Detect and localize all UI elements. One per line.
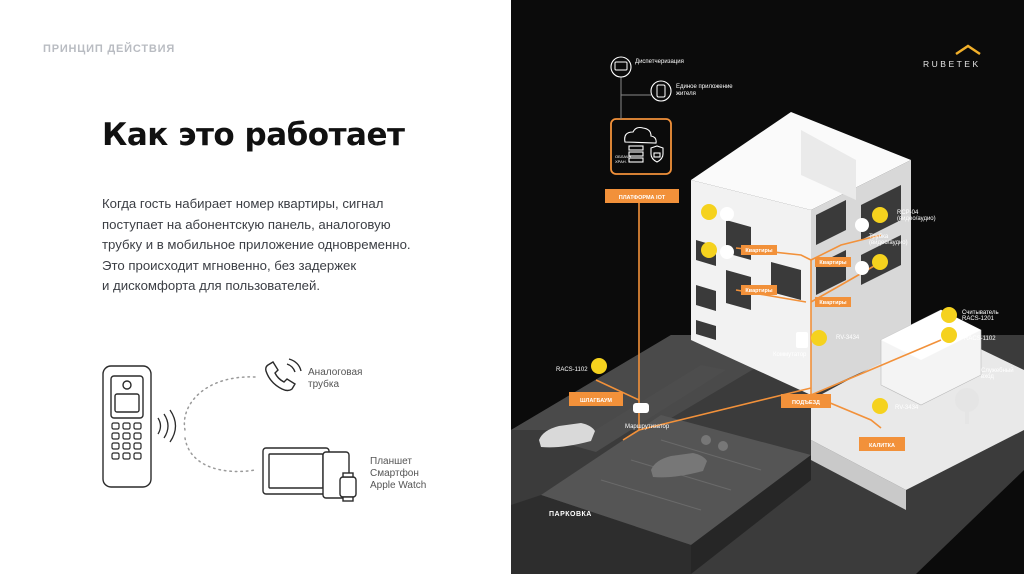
app-label: Единое приложение (676, 84, 733, 90)
building-diagram: .lbl { font-size:6px; fill:#ffffff; } .l… (511, 56, 1024, 574)
description-line: трубку и в мобильное приложение одноврем… (102, 237, 411, 252)
svg-text:ШЛАГБАУМ: ШЛАГБАУМ (580, 398, 612, 404)
handset-label: Трубка (869, 234, 889, 240)
description-line: и дискомфорта для пользователей. (102, 278, 321, 293)
cloud-label: ХРАН. (615, 159, 627, 164)
description-line: Когда гость набирает номер квартиры, сиг… (102, 196, 384, 211)
reader-label: Считыватель (962, 310, 999, 316)
svg-text:Квартиры: Квартиры (819, 300, 846, 306)
cloud-storage-icon (624, 126, 664, 163)
phone-handset-icon (265, 358, 302, 392)
rcp-label: (видео/аудио) (897, 216, 936, 222)
parking-label: ПАРКОВКА (549, 511, 592, 518)
rcp-label: RCP-04 (897, 210, 919, 216)
parking-wall (511, 495, 691, 574)
router-label: Маршрутизатор (625, 424, 670, 430)
connection-dotted-arc (183, 376, 256, 431)
apartments-tag: Квартиры (815, 257, 851, 267)
page-title: Как это работает (102, 117, 405, 153)
racs-left-label: RACS-1102 (556, 367, 588, 373)
description: Когда гость набирает номер квартиры, сиг… (102, 194, 432, 297)
dispatch-icon (610, 56, 632, 78)
entrance-tag: ПОДЪЕЗД (781, 394, 831, 408)
apartments-tag: Квартиры (815, 297, 851, 307)
apartments-tag: Квартиры (741, 245, 777, 255)
reader-label: RACS-1201 (962, 316, 995, 322)
connection-dotted-arc (184, 437, 256, 473)
diagram-panel: .lbl { font-size:6px; fill:#ffffff; } .l… (511, 0, 1024, 574)
rv-gate-label: RV-3434 (895, 405, 919, 411)
apartments-tag: Квартиры (741, 285, 777, 295)
car-icon (539, 423, 595, 448)
switch-label: Коммутатор (773, 352, 807, 358)
cloud-label: ОБЛАЧН. (615, 154, 632, 159)
svg-text:ПОДЪЕЗД: ПОДЪЕЗД (792, 400, 820, 406)
service-label: Служебный (981, 367, 1014, 374)
svg-text:Квартиры: Квартиры (745, 288, 772, 294)
signal-waves-icon (157, 409, 177, 443)
svg-text:ПЛАТФОРМА IOT: ПЛАТФОРМА IOT (619, 195, 666, 201)
rubetek-logo-icon (955, 44, 981, 56)
tablet-icon (262, 447, 330, 495)
dispatch-label: Диспетчеризация (635, 59, 684, 65)
motorcycle-icon (701, 435, 728, 451)
svg-text:КАЛИТКА: КАЛИТКА (869, 443, 895, 449)
rv-entrance-label: RV-3434 (836, 335, 860, 341)
service-label: вход (981, 374, 994, 380)
device-illustration (102, 358, 357, 502)
watch-icon (339, 472, 357, 502)
racs-right-label: RACS-1102 (964, 336, 996, 342)
parking-area (541, 415, 811, 545)
mobile-devices-label: Планшет Смартфон Apple Watch (370, 456, 427, 491)
barrier-tag: ШЛАГБАУМ (569, 392, 623, 406)
resident-app-icon (650, 80, 672, 102)
section-label: ПРИНЦИП ДЕЙСТВИЯ (43, 43, 176, 55)
svg-text:Квартиры: Квартиры (745, 248, 772, 254)
analog-handset-label: Аналоговая трубка (308, 367, 363, 390)
apartment-devices (591, 204, 957, 414)
iot-platform-box: ОБЛАЧН. ХРАН. (610, 118, 672, 175)
intercom-panel-icon (102, 365, 152, 488)
description-line: поступает на абонентскую панель, аналого… (102, 216, 391, 232)
car-icon (651, 453, 707, 478)
svg-text:Квартиры: Квартиры (819, 260, 846, 266)
handset-label: (видео/аудио) (869, 240, 908, 246)
tree-icon (955, 388, 979, 424)
app-label: жителя (676, 91, 696, 97)
gate-tag: КАЛИТКА (859, 437, 905, 451)
description-line: Это происходит мгновенно, без задержек (102, 257, 357, 273)
left-panel: ПРИНЦИП ДЕЙСТВИЯ Как это работает Когда … (0, 0, 511, 574)
platform-tag: ПЛАТФОРМА IOT (605, 189, 679, 203)
brand-name: RUBETEK (923, 59, 981, 69)
